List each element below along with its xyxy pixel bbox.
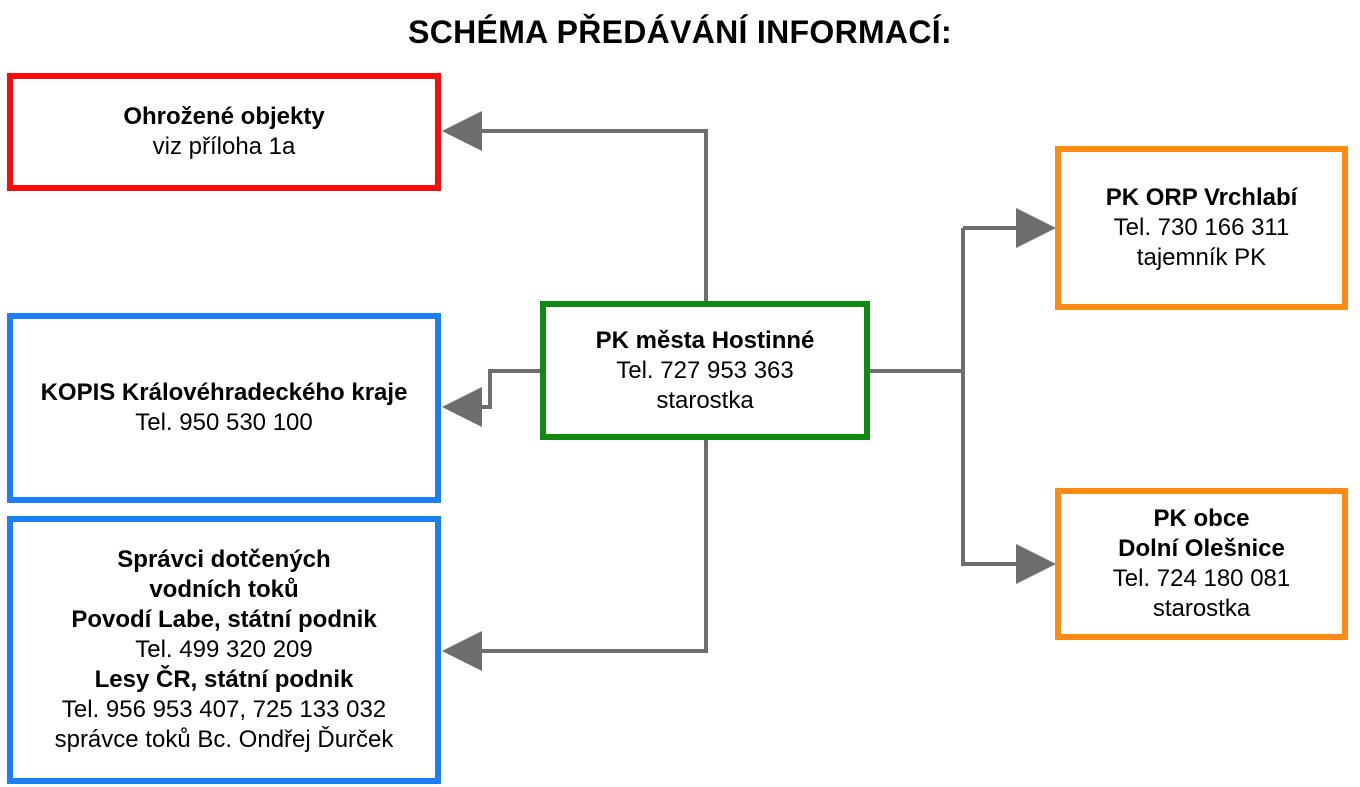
phone-text: Tel. 499 320 209: [135, 636, 313, 663]
phone-text: Tel. 730 166 311: [1113, 214, 1290, 241]
box-title: Správci dotčených: [117, 546, 331, 573]
role-text: starostka: [656, 386, 754, 414]
box-title: PK ORP Vrchlabí: [1105, 184, 1298, 211]
phone-text: Tel. 956 953 407, 725 133 032: [61, 696, 387, 723]
box-dolni-olesnice: PK obce Dolní Olešnice Tel. 724 180 081 …: [1055, 488, 1348, 640]
box-endangered-objects: Ohrožené objekty viz příloha 1a: [7, 73, 441, 191]
org-name: Povodí Labe, státní podnik: [71, 606, 377, 633]
box-center-hostinne: PK města Hostinné Tel. 727 953 363 staro…: [540, 301, 870, 440]
role-text: starostka: [1152, 595, 1251, 622]
box-text: Tel. 950 530 100: [135, 409, 313, 436]
box-orp-vrchlabi: PK ORP Vrchlabí Tel. 730 166 311 tajemní…: [1055, 146, 1348, 310]
diagram-title: SCHÉMA PŘEDÁVÁNÍ INFORMACÍ:: [408, 14, 952, 50]
box-title: PK města Hostinné: [595, 326, 815, 354]
box-kopis: KOPIS Královéhradeckého kraje Tel. 950 5…: [7, 313, 441, 503]
box-water-managers: Správci dotčených vodních toků Povodí La…: [7, 516, 441, 784]
org-name: Lesy ČR, státní podnik: [94, 666, 354, 693]
box-title: vodních toků: [149, 576, 299, 603]
role-text: tajemník PK: [1136, 244, 1267, 271]
connector-to-managers: [442, 438, 708, 671]
box-title: Dolní Olešnice: [1118, 535, 1285, 562]
box-title: KOPIS Královéhradeckého kraje: [40, 379, 408, 406]
box-title: Ohrožené objekty: [123, 103, 325, 130]
phone-text: Tel. 727 953 363: [616, 356, 794, 384]
phone-text: Tel. 724 180 081: [1112, 565, 1291, 592]
box-title: PK obce: [1153, 505, 1250, 532]
contact-text: správce toků Bc. Ondřej Ďurček: [54, 726, 394, 753]
connector-to-endangered: [442, 111, 708, 303]
box-text: viz příloha 1a: [152, 133, 296, 160]
connector-trunk-right: [868, 228, 965, 373]
connector-to-kopis: [442, 369, 543, 427]
connector-to-olesnice: [961, 371, 1056, 584]
